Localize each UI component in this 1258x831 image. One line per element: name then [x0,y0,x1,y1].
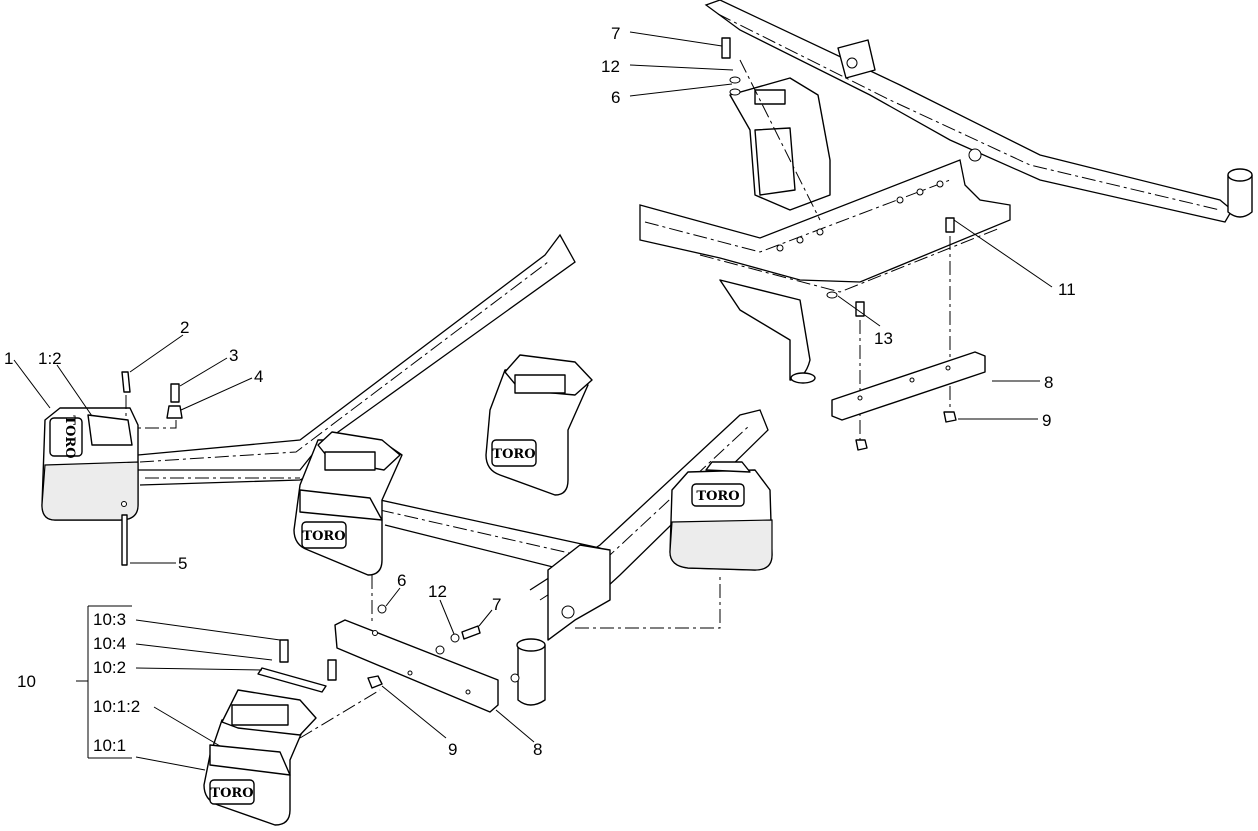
callout-5: 5 [178,554,187,573]
callout-6-left: 6 [397,571,406,590]
callout-labels: 1 1:2 2 3 4 5 6 12 7 8 9 10 10:3 10:4 10… [4,24,1076,759]
callout-6-top: 6 [611,88,620,107]
brand-logo-1: TORO [62,415,77,458]
upper-frame-assembly [639,0,1253,440]
callout-10-1: 10:1 [93,736,126,755]
callout-12-left: 12 [428,582,447,601]
callout-10: 10 [17,672,36,691]
callout-9-left: 9 [448,740,457,759]
brand-logo-3: TORO [492,447,535,462]
callout-2: 2 [180,318,189,337]
main-frame-assembly [137,233,769,706]
callout-7-top: 7 [611,24,620,43]
rear-weight-mounted: TORO [293,431,403,576]
callout-9-right: 9 [1042,411,1051,430]
callout-11: 11 [1058,280,1076,299]
front-weight-left: TORO [41,407,139,521]
callout-12-top: 12 [601,57,620,76]
callout-10-3: 10:3 [93,610,126,629]
callout-10-1-2: 10:1:2 [93,697,140,716]
rear-weight-kit: TORO [203,639,381,826]
callout-7-left: 7 [492,595,501,614]
callout-10-4: 10:4 [93,634,126,653]
brand-logo-4: TORO [696,489,739,504]
callout-10-2: 10:2 [93,658,126,677]
callout-13: 13 [874,329,893,348]
callout-3: 3 [229,346,238,365]
brand-logo-5: TORO [210,786,253,801]
rear-weight-floating: TORO [485,354,593,496]
callout-leaders [13,31,1053,771]
callout-1-2: 1:2 [38,349,62,368]
callout-4: 4 [254,367,263,386]
callout-1: 1 [4,349,13,368]
hardware-left [121,371,183,566]
brand-logo-2: TORO [302,529,345,544]
callout-8-right: 8 [1044,373,1053,392]
mounting-plate-right [831,351,986,451]
mounting-plate-left [334,575,499,713]
callout-8-left: 8 [533,740,542,759]
front-weight-right: TORO [669,461,773,571]
